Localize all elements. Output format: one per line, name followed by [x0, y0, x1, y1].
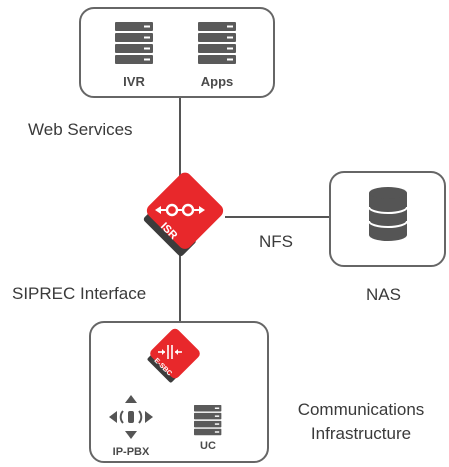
connector-lines: [179, 97, 330, 322]
servers-box: [79, 7, 275, 98]
comms-caption-line1: Communications: [297, 400, 425, 419]
sbc-firewall-icon: [158, 345, 182, 359]
siprec-interface-label: SIPREC Interface: [12, 284, 147, 303]
comms-caption-line2: Infrastructure: [310, 424, 412, 443]
nfs-label: NFS: [259, 232, 293, 251]
comms-caption: Communications Infrastructure: [278, 398, 444, 446]
esbc-diamond: [150, 328, 200, 379]
isr-node: ISR: [143, 172, 224, 257]
uc-label: UC: [200, 440, 216, 452]
ip-pbx-label: IP-PBX: [113, 446, 150, 458]
apps-label: Apps: [201, 74, 234, 89]
ivr-label: IVR: [123, 74, 145, 89]
isr-diamond: [146, 172, 224, 249]
web-services-label: Web Services: [28, 120, 133, 139]
comms-box: [89, 321, 269, 463]
nas-label: NAS: [366, 285, 401, 304]
isr-recorder-icon: [155, 203, 205, 217]
ip-pbx-icon: [109, 395, 153, 439]
database-icon: [368, 187, 408, 241]
